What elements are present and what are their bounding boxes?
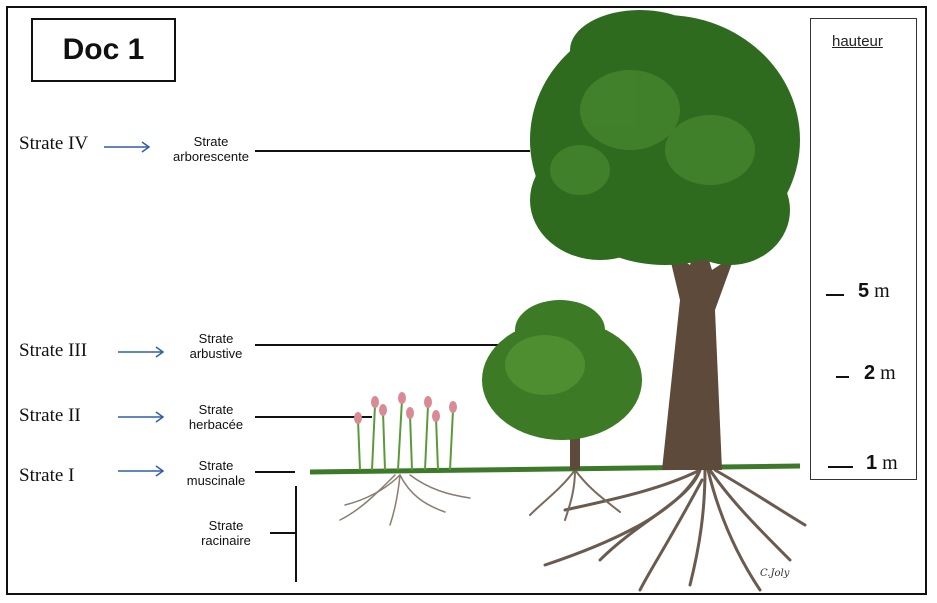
scale-title: hauteur [832,33,883,50]
herb-roots [340,475,470,525]
scale-tick-2m [836,376,849,378]
herb-flowers [354,392,457,424]
herb-stems [358,400,453,470]
artist-signature: C.Joly [760,568,789,579]
scale-label-2m: 2 m [864,362,896,385]
scale-tick-5m [826,294,844,296]
scale-tick-1m [828,466,853,468]
tree-trunk [662,230,735,470]
ground-grass [310,466,800,472]
height-scale [810,18,917,480]
shrub-roots [530,470,620,520]
scale-label-5m: 5 m [858,280,890,303]
scale-label-1m: 1 m [866,452,898,475]
